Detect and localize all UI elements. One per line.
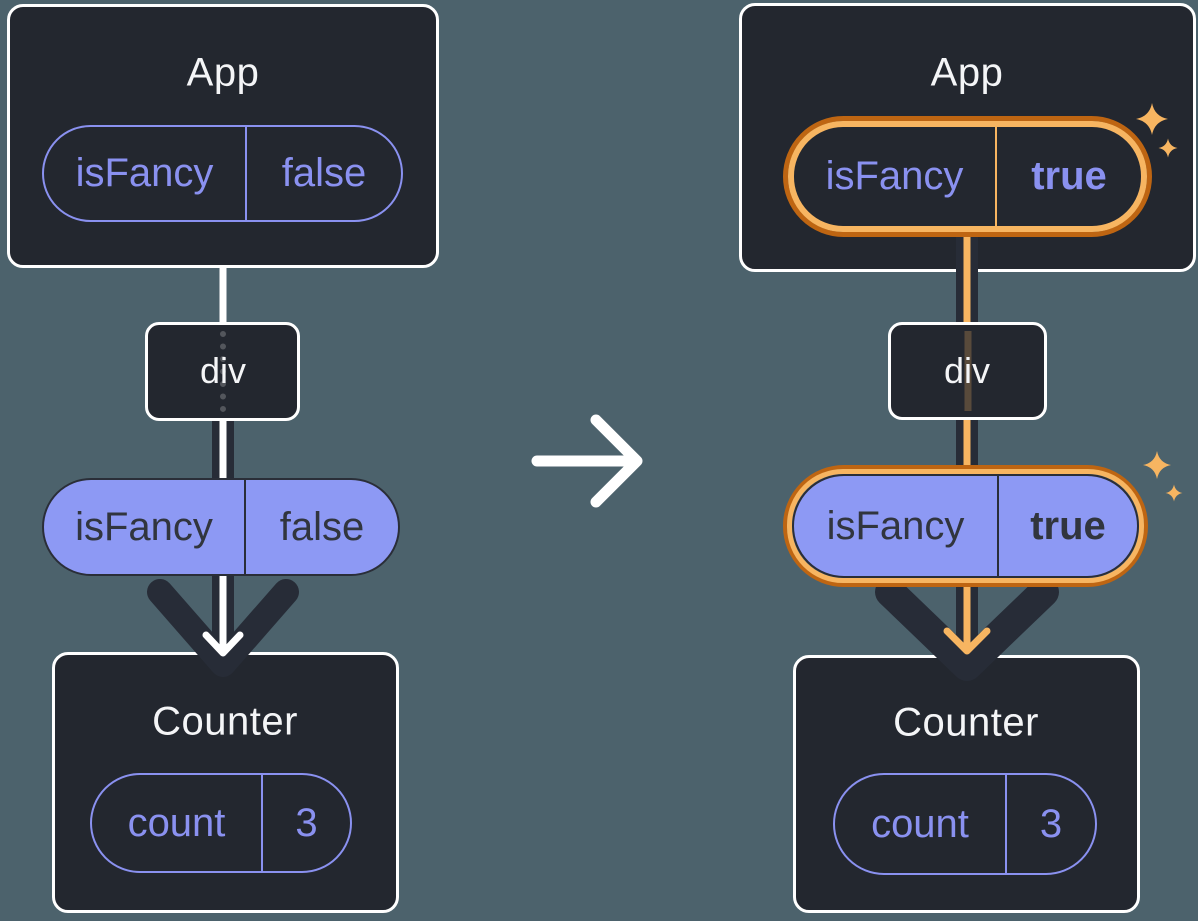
- left-div-to-prop-line-core: [219, 418, 227, 481]
- state-name-cell: count: [835, 775, 1007, 873]
- state-name: count: [871, 801, 969, 846]
- state-name-cell: count: [92, 775, 263, 871]
- prop-name-cell: isFancy: [44, 127, 247, 220]
- prop-name: isFancy: [75, 504, 213, 549]
- sparkle-icon: [1143, 451, 1171, 479]
- highlight-ring: isFancy true: [787, 469, 1144, 583]
- left-app-to-div-line: [219, 265, 227, 325]
- right-app-prop-pill-highlighted: isFancy true: [783, 116, 1152, 237]
- prop-value: true: [1031, 154, 1107, 198]
- left-div-box: [145, 322, 300, 421]
- prop-name-cell: isFancy: [794, 127, 997, 226]
- left-counter-state-pill: count 3: [90, 773, 352, 873]
- left-prop-to-counter-line: [212, 572, 234, 660]
- state-name: count: [127, 800, 226, 845]
- prop-value-cell: true: [999, 476, 1137, 576]
- pass-through-line: [964, 331, 971, 411]
- highlight-ring: isFancy true: [788, 121, 1147, 232]
- prop-value: false: [279, 504, 365, 549]
- state-value: 3: [1039, 801, 1063, 846]
- left-passed-prop-pill: isFancy false: [42, 478, 400, 576]
- right-div-to-prop-line-core: [963, 416, 971, 470]
- state-value-cell: 3: [1007, 775, 1095, 873]
- passed-prop-pill: isFancy true: [792, 474, 1139, 578]
- right-prop-to-counter-line: [956, 584, 978, 660]
- pass-through-line: [219, 331, 226, 412]
- prop-name: isFancy: [825, 154, 964, 198]
- prop-name: isFancy: [75, 151, 214, 195]
- right-passed-prop-pill-highlighted: isFancy true: [783, 465, 1148, 587]
- right-down-arrow-head: [943, 627, 991, 655]
- sparkle-icon: [1165, 484, 1183, 502]
- left-app-prop-pill: isFancy false: [42, 125, 403, 222]
- left-div-to-prop-line: [212, 418, 234, 481]
- left-div-label: div: [199, 350, 247, 391]
- left-down-arrow-head: [202, 631, 244, 657]
- right-app-title: App: [930, 50, 1004, 95]
- prop-value: true: [1030, 503, 1106, 548]
- right-counter-title: Counter: [893, 700, 1039, 745]
- left-counter-title: Counter: [152, 699, 298, 744]
- prop-name: isFancy: [826, 503, 965, 548]
- prop-value: false: [281, 151, 367, 195]
- right-arrow-icon: [531, 414, 643, 508]
- prop-name-cell: isFancy: [794, 476, 999, 576]
- right-div-to-prop-line: [956, 416, 978, 470]
- right-div-label: div: [943, 350, 991, 391]
- state-value-cell: 3: [263, 775, 350, 871]
- prop-value-cell: false: [247, 127, 401, 220]
- right-counter-state-pill: count 3: [833, 773, 1097, 875]
- prop-name-cell: isFancy: [44, 480, 246, 574]
- left-app-title: App: [186, 50, 260, 95]
- prop-value-cell: true: [997, 127, 1141, 226]
- prop-value-cell: false: [246, 480, 398, 574]
- state-value: 3: [295, 800, 318, 845]
